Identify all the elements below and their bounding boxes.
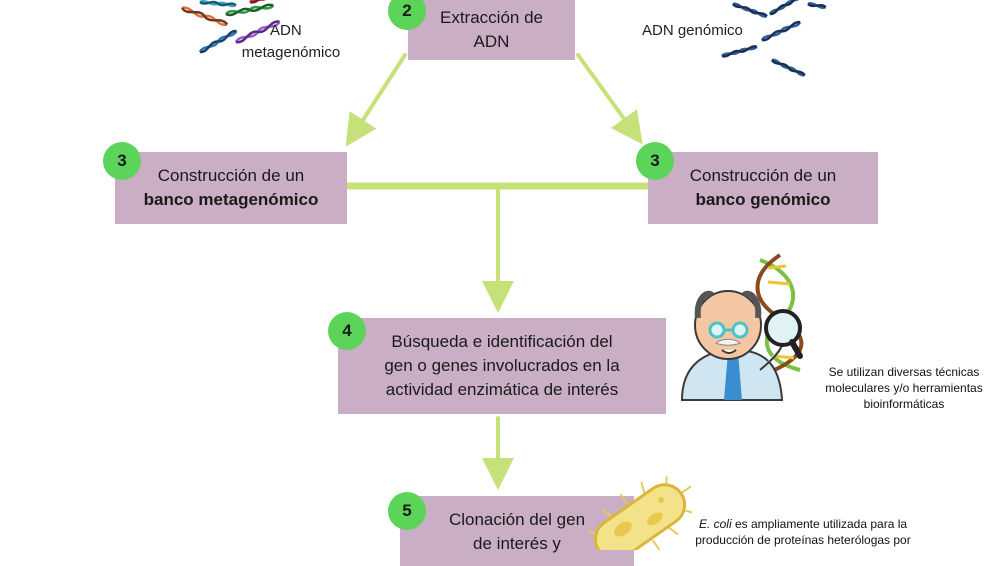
- ecoli-note: E. coli es ampliamente utilizada para la…: [668, 516, 938, 548]
- ecoli-note-line2: producción de proteínas heterólogas por: [668, 532, 938, 548]
- ecoli-species: E. coli: [699, 517, 732, 531]
- ecoli-note-line1: E. coli es ampliamente utilizada para la: [668, 516, 938, 532]
- ecoli-note-rest1: es ampliamente utilizada para la: [732, 517, 907, 531]
- e-coli-bacterium-icon: [0, 0, 1000, 550]
